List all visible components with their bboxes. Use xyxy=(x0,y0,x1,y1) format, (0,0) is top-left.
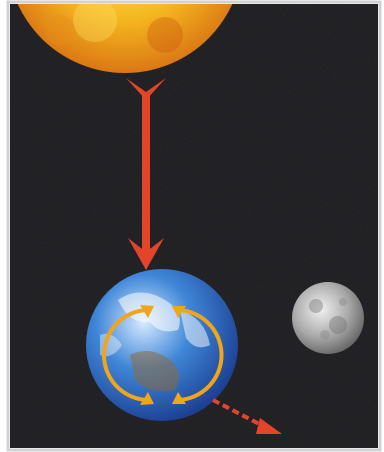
moon-icon xyxy=(292,282,364,354)
earth-icon xyxy=(86,269,238,421)
